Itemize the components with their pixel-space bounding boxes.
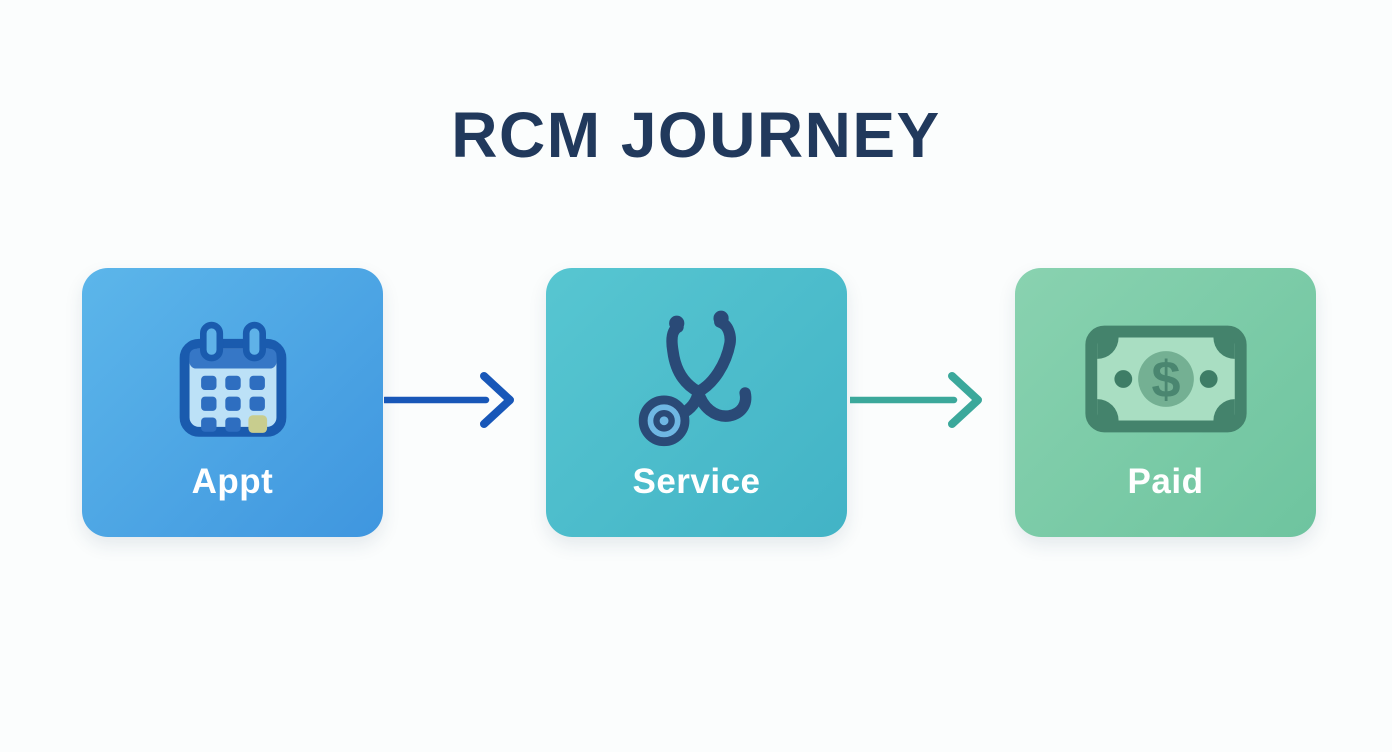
step-label-appt: Appt	[191, 462, 274, 501]
money-bill-icon: $	[1083, 300, 1249, 458]
arrow-service-to-paid	[850, 372, 982, 428]
stethoscope-icon	[621, 300, 773, 458]
svg-text:$: $	[1151, 351, 1180, 409]
arrow-appt-to-service	[384, 372, 514, 428]
page-title: RCM JOURNEY	[451, 99, 941, 171]
step-label-paid: Paid	[1127, 462, 1204, 501]
calendar-icon	[167, 300, 299, 458]
step-card-paid: $ Paid	[1015, 268, 1316, 537]
step-card-appt: Appt	[82, 268, 383, 537]
step-card-service: Service	[546, 268, 847, 537]
step-label-service: Service	[632, 462, 761, 501]
